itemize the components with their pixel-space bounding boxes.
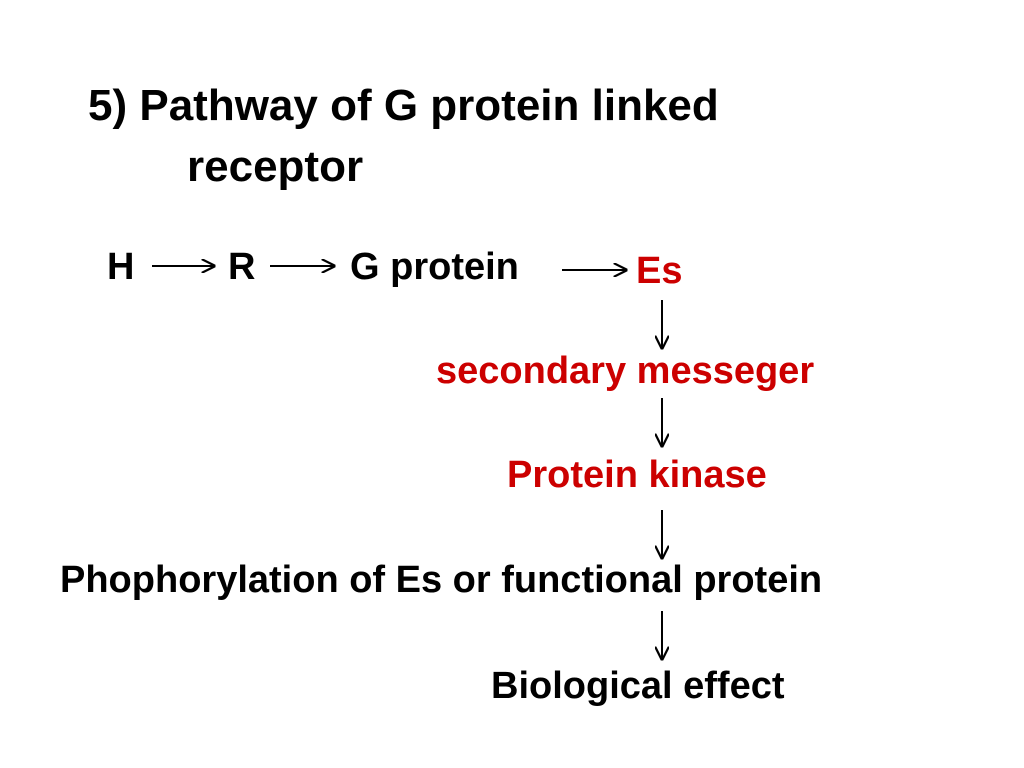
node-g-protein: G protein [350,246,519,288]
node-phosphorylation: Phophorylation of Es or functional prote… [60,559,823,601]
node-biological-effect: Biological effect [491,665,785,707]
slide-title-line-1: 5) Pathway of G protein linked [88,81,719,130]
node-hormone: H [107,246,135,288]
node-second-messenger: secondary messeger [436,350,815,392]
node-effector: Es [636,250,683,292]
node-receptor: R [228,246,256,288]
slide-title-line-2: receptor [187,142,364,191]
node-protein-kinase: Protein kinase [507,454,767,496]
